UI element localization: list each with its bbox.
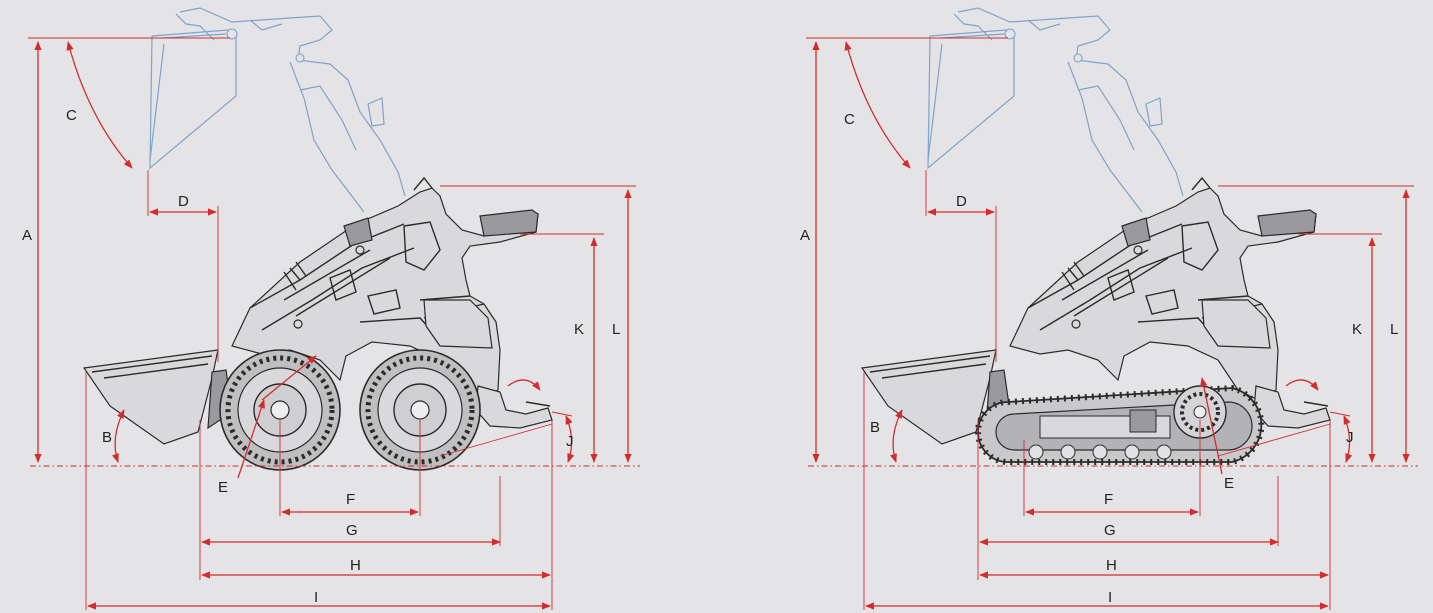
rear-wheel <box>359 349 481 471</box>
dim-label-a: A <box>800 227 810 244</box>
dim-label-b: B <box>102 429 112 446</box>
dim-label-k: K <box>574 321 584 338</box>
dim-label-k: K <box>1352 321 1362 338</box>
dim-label-e: E <box>218 479 228 496</box>
dim-label-a: A <box>22 227 32 244</box>
track-undercarriage <box>975 384 1265 465</box>
dim-label-f: F <box>1104 491 1113 508</box>
dim-label-g: G <box>346 522 358 539</box>
dim-label-e: E <box>1224 475 1234 492</box>
diagram-wheeled: A B C D E F G H I J K L <box>22 7 640 610</box>
dim-label-h: H <box>1106 557 1117 574</box>
dim-label-d: D <box>956 193 967 210</box>
dim-label-h: H <box>350 557 361 574</box>
dim-label-c: C <box>66 107 77 124</box>
dim-label-i: I <box>1108 589 1112 606</box>
diagram-tracked: A B C D E F G H I J K L <box>800 7 1418 610</box>
dim-label-l: L <box>1390 321 1398 338</box>
dim-label-j: J <box>566 433 574 450</box>
dim-label-l: L <box>612 321 620 338</box>
dim-label-b: B <box>870 419 880 436</box>
dim-label-f: F <box>346 491 355 508</box>
dim-label-c: C <box>844 111 855 128</box>
dim-label-d: D <box>178 193 189 210</box>
dim-label-i: I <box>314 589 318 606</box>
dim-label-j: J <box>1346 429 1354 446</box>
dim-label-g: G <box>1104 522 1116 539</box>
